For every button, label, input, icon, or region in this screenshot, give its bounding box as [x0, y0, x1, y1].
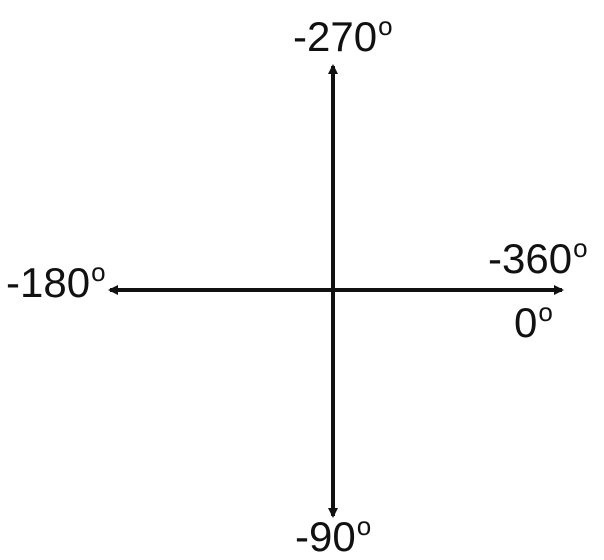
label-bottom-value: -90	[295, 513, 356, 560]
label-top-degree: o	[378, 11, 393, 41]
label-top-angle: -270o	[293, 13, 393, 60]
label-zero-value: 0	[514, 299, 538, 346]
label-bottom-angle: -90o	[295, 513, 371, 560]
label-left-angle: -180o	[6, 259, 106, 306]
label-zero-degree: o	[538, 297, 553, 327]
label-right-degree: o	[573, 233, 588, 263]
label-right-value: -360	[488, 235, 573, 282]
label-right-zero-angle: 0o	[514, 299, 553, 346]
label-left-value: -180	[6, 259, 91, 306]
label-left-degree: o	[91, 257, 106, 287]
label-right-angle: -360o	[488, 235, 588, 282]
label-bottom-degree: o	[356, 511, 372, 541]
label-top-value: -270	[293, 13, 378, 60]
